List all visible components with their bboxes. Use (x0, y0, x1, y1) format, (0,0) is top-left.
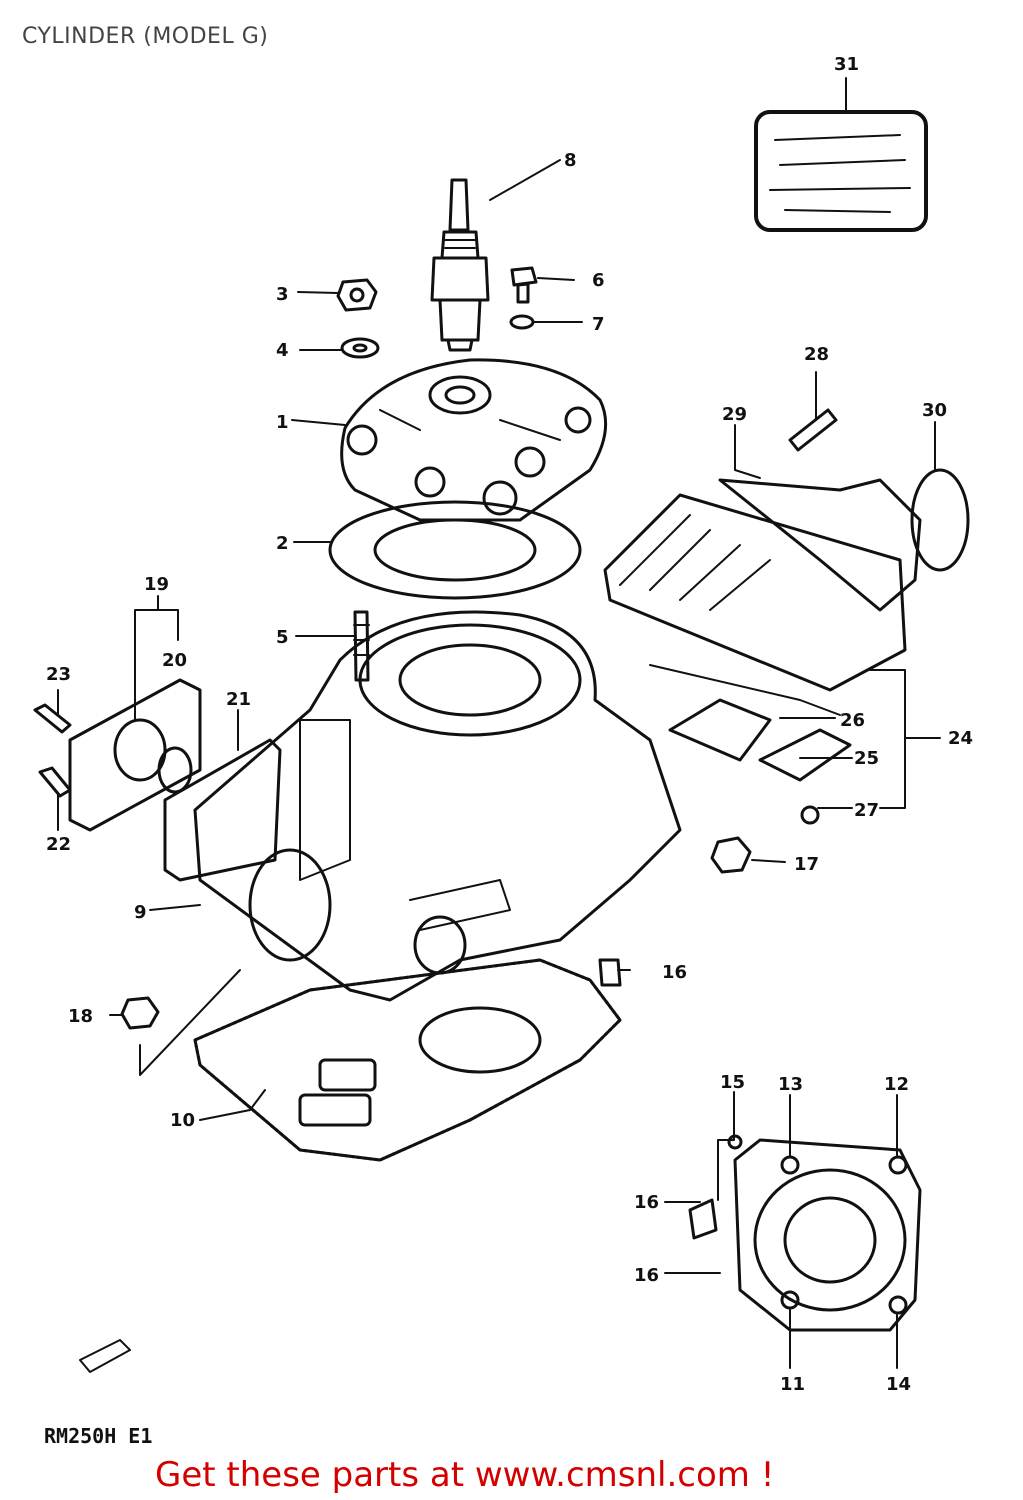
callout-25: 24 (948, 728, 973, 749)
front-arrow-icon (79, 1339, 131, 1373)
callout-5: 5 (276, 627, 289, 648)
leader-lines (57, 77, 941, 1369)
callout-26: 25 (854, 748, 879, 769)
callout-19: 18 (68, 1006, 93, 1027)
callout-16b: 16 (634, 1265, 659, 1286)
callout-3: 3 (276, 284, 289, 305)
diagram-title: CYLINDER (MODEL G) (22, 24, 269, 49)
cylinder-head (340, 358, 608, 522)
head-gasket (328, 500, 582, 600)
reed-washer (800, 805, 820, 825)
callout-30: 29 (722, 404, 747, 425)
callout-1: 1 (276, 412, 289, 433)
callout-14: 14 (886, 1374, 911, 1395)
callout-2: 2 (276, 533, 289, 554)
callout-11: 11 (780, 1374, 805, 1395)
inset-cylinder-top-view (688, 1134, 922, 1332)
reed-valve-assembly (603, 493, 907, 782)
label-plate (754, 110, 928, 232)
stud-bolt (353, 610, 370, 682)
cover-gasket (163, 738, 282, 882)
base-gasket (193, 958, 622, 1162)
callout-23: 22 (46, 834, 71, 855)
callout-21: 20 (162, 650, 187, 671)
callout-18: 17 (794, 854, 819, 875)
callout-20: 19 (144, 574, 169, 595)
small-bolt (510, 266, 538, 304)
callout-9: 9 (134, 902, 147, 923)
exhaust-valve-cover (68, 678, 202, 832)
callout-7: 7 (592, 314, 605, 335)
callout-12: 12 (884, 1074, 909, 1095)
spark-plug (430, 178, 490, 352)
small-washer (509, 314, 535, 330)
callout-31: 30 (922, 400, 947, 421)
callout-27: 26 (840, 710, 865, 731)
callout-32: 31 (834, 54, 859, 75)
cylinder-nut (710, 836, 752, 874)
callout-10: 10 (170, 1110, 195, 1131)
callout-22: 21 (226, 689, 251, 710)
cylinder-body (193, 610, 682, 1002)
callout-29: 28 (804, 344, 829, 365)
cap-nut (336, 278, 378, 312)
intake-pipe (718, 468, 970, 612)
washer (340, 337, 380, 359)
callout-16a: 16 (634, 1192, 659, 1213)
callout-4: 4 (276, 340, 289, 361)
callout-8: 8 (564, 150, 577, 171)
model-code: RM250H E1 (44, 1424, 153, 1448)
callout-24: 23 (46, 664, 71, 685)
exhaust-nut (120, 996, 160, 1030)
callout-17: 16 (662, 962, 687, 983)
callout-28: 27 (854, 800, 879, 821)
dowel-pin (598, 958, 622, 987)
callout-6: 6 (592, 270, 605, 291)
cover-screws (33, 703, 72, 798)
callout-labels: 31 8 3 6 7 4 1 2 5 28 29 30 19 20 21 23 … (46, 54, 973, 1395)
callout-15: 15 (720, 1072, 745, 1093)
callout-13: 13 (778, 1074, 803, 1095)
footer-link[interactable]: Get these parts at www.cmsnl.com ! (155, 1455, 775, 1495)
intake-bolt (788, 408, 838, 452)
